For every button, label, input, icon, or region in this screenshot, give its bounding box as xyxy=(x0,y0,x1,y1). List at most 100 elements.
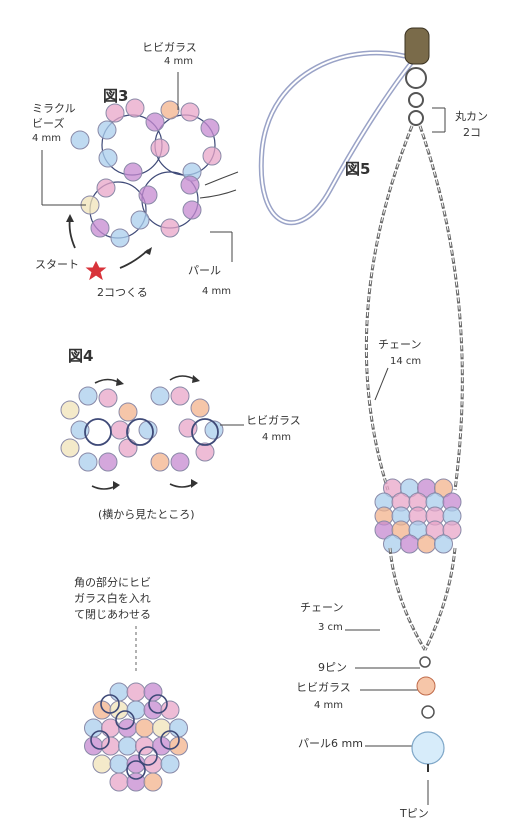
chain xyxy=(420,126,462,490)
bead xyxy=(110,683,128,701)
curved-arrow-icon xyxy=(170,376,196,380)
bead xyxy=(151,387,169,405)
fig5-chain-short-length: 3 cm xyxy=(318,622,343,634)
bead xyxy=(181,103,199,121)
fig3-pearl-label: パール xyxy=(188,264,221,277)
bead xyxy=(79,453,97,471)
fig3-pearl-size: 4 mm xyxy=(202,286,231,298)
bead xyxy=(151,453,169,471)
bead xyxy=(183,201,201,219)
fig3-miracle-label-1: ミラクル xyxy=(32,102,76,115)
chain xyxy=(390,548,425,650)
fig3-miracle-label-2: ビーズ xyxy=(32,117,64,130)
bead xyxy=(435,535,453,553)
thread-loop xyxy=(409,111,423,125)
thread-loop xyxy=(420,657,430,667)
bead xyxy=(171,453,189,471)
figure-5-title: 図5 xyxy=(345,158,370,179)
bead xyxy=(124,163,142,181)
bead xyxy=(161,219,179,237)
fig5-chain-long-label: チェーン xyxy=(378,338,421,351)
fig5-tpin-label: Tピン xyxy=(400,807,429,820)
fig3-hibi-glass-label: ヒビガラス xyxy=(142,41,197,54)
bead xyxy=(136,737,154,755)
bead xyxy=(99,389,117,407)
pearl-6mm xyxy=(412,732,444,764)
bead xyxy=(110,773,128,791)
bead xyxy=(61,439,79,457)
bead xyxy=(119,737,137,755)
bead xyxy=(61,401,79,419)
bead xyxy=(93,755,111,773)
curved-arrow-icon xyxy=(70,218,75,248)
start-star-icon xyxy=(87,262,105,279)
bead xyxy=(127,701,145,719)
fig4-hibi-glass-label: ヒビガラス xyxy=(246,414,301,427)
note-line-2: ガラス白を入れ xyxy=(74,592,151,605)
fig5-marukan-count: 2コ xyxy=(463,126,481,139)
curved-arrow-icon xyxy=(170,484,194,487)
fig3-miracle-size: 4 mm xyxy=(32,133,61,145)
bead xyxy=(99,453,117,471)
figure-4-drawing xyxy=(61,375,244,490)
fig5-chain-short-label: チェーン xyxy=(300,601,343,614)
bead xyxy=(98,121,116,139)
fig5-ninepin-label: 9ピン xyxy=(318,661,347,674)
bead xyxy=(161,755,179,773)
arrow-head-icon xyxy=(192,375,200,383)
bead xyxy=(384,535,402,553)
bead xyxy=(93,701,111,719)
bead xyxy=(79,387,97,405)
chain-link xyxy=(425,548,455,650)
bead xyxy=(153,719,171,737)
bead xyxy=(401,535,419,553)
note-line-3: て閉じあわせる xyxy=(74,608,151,621)
bead xyxy=(136,719,154,737)
note-line-1: 角の部分にヒビ xyxy=(74,576,151,589)
fig5-marukan-label: 丸カン xyxy=(455,110,488,123)
bead xyxy=(111,229,129,247)
bead xyxy=(127,683,145,701)
arrow-head-icon xyxy=(191,479,198,488)
thread-loop xyxy=(406,68,426,88)
fig5-pearl-label: パール6 mm xyxy=(298,737,363,750)
thread-loop xyxy=(422,706,434,718)
chain-link xyxy=(390,548,425,650)
bead xyxy=(126,99,144,117)
bead xyxy=(179,419,197,437)
bead xyxy=(181,176,199,194)
bead xyxy=(201,119,219,137)
chain xyxy=(366,126,412,490)
fig5-hibi-glass-size: 4 mm xyxy=(314,700,343,712)
arrow-head-icon xyxy=(113,481,120,490)
bead xyxy=(203,147,221,165)
bead xyxy=(71,131,89,149)
bead xyxy=(106,104,124,122)
figure-3-title: 図3 xyxy=(103,85,128,106)
bead xyxy=(139,186,157,204)
bead xyxy=(191,399,209,417)
bead xyxy=(146,113,164,131)
bead xyxy=(171,387,189,405)
chain-link xyxy=(420,126,462,490)
bead xyxy=(102,737,120,755)
curved-arrow-icon xyxy=(95,380,120,384)
bead xyxy=(144,683,162,701)
figure-4-title: 図4 xyxy=(68,345,93,366)
bead xyxy=(170,719,188,737)
bead xyxy=(119,403,137,421)
closed-bead-ball xyxy=(85,626,188,791)
fig4-hibi-glass-size: 4 mm xyxy=(262,432,291,444)
arrow-head-icon xyxy=(66,214,74,222)
bead xyxy=(119,439,137,457)
bead xyxy=(99,149,117,167)
bead xyxy=(91,219,109,237)
curved-arrow-icon xyxy=(120,250,148,268)
bead xyxy=(110,755,128,773)
thread-tail xyxy=(200,190,236,198)
fig3-make-two-label: 2コつくる xyxy=(97,286,148,299)
bead xyxy=(151,139,169,157)
bead xyxy=(144,773,162,791)
bead xyxy=(144,701,162,719)
bead xyxy=(417,677,435,695)
